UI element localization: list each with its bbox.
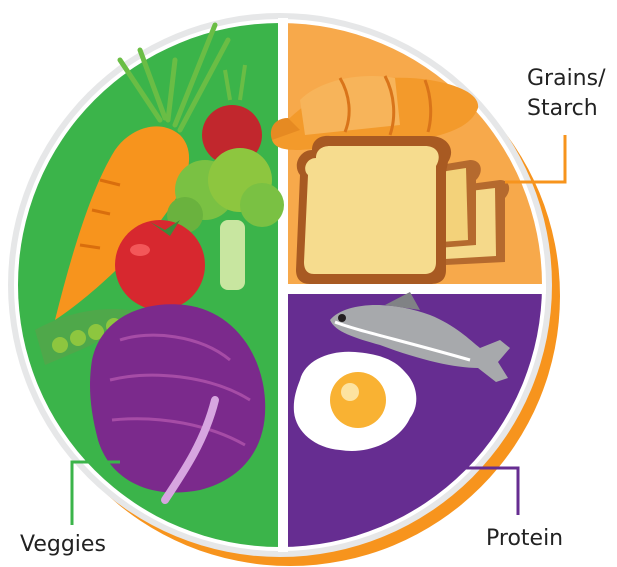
protein-label: Protein [486,524,563,554]
fish-eye [338,314,346,322]
grains-label-line2: Starch [527,94,606,124]
grains-starch-label: Grains/ Starch [527,64,606,124]
veggies-label: Veggies [20,530,106,560]
egg-yolk [330,372,386,428]
grains-label-line1: Grains/ [527,64,606,94]
tomato-illustration [115,220,205,310]
